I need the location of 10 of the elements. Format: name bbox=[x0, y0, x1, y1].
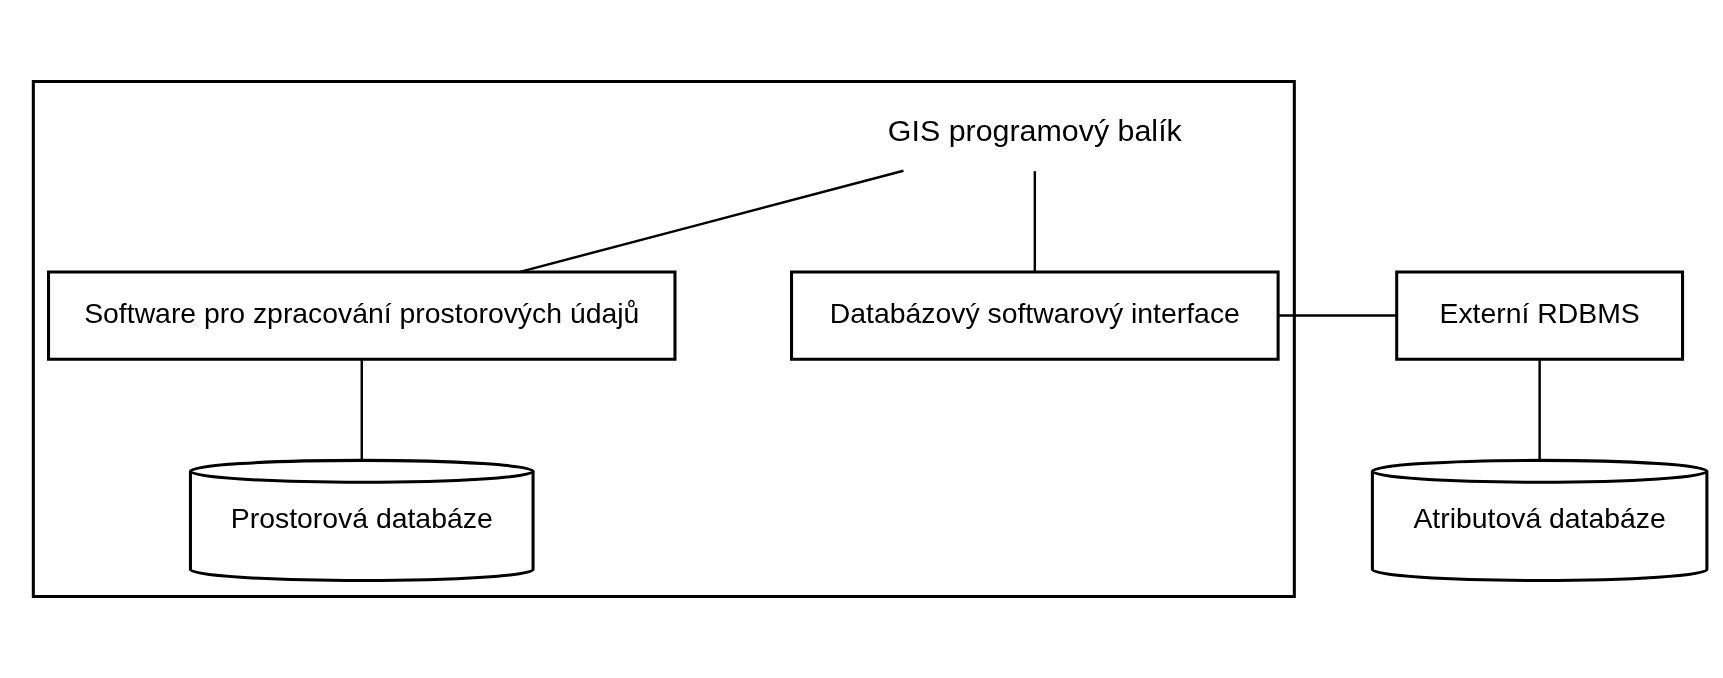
connector bbox=[519, 169, 904, 273]
connector bbox=[1033, 171, 1036, 272]
node-box: Databázový softwarový interface bbox=[789, 270, 1280, 361]
node-text: GIS programový balík bbox=[887, 113, 1182, 148]
node-box: Software pro zpracování prostorových údajů bbox=[46, 270, 676, 361]
connector bbox=[1537, 359, 1541, 461]
connector bbox=[360, 359, 363, 461]
cluster bbox=[31, 79, 1296, 599]
node-box: Externí RDBMS bbox=[1394, 270, 1684, 361]
connector bbox=[1277, 314, 1396, 317]
